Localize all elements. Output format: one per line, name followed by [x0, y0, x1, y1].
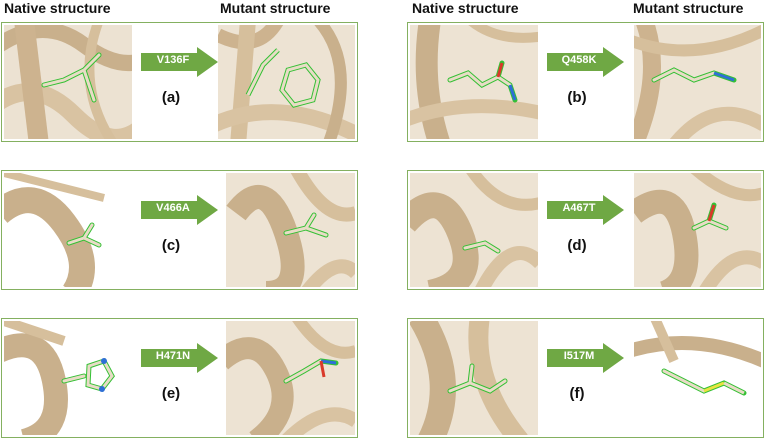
- mutation-label: I517M: [563, 350, 595, 362]
- mutation-label: A467T: [562, 202, 596, 214]
- native-structure-image: [4, 173, 132, 287]
- panel-label: (a): [161, 89, 181, 106]
- panel-d: A467T (d): [407, 170, 764, 290]
- panel-a: V136F (a): [1, 22, 358, 142]
- header-mutant-right: Mutant structure: [633, 0, 744, 16]
- panel-c: V466A (c): [1, 170, 358, 290]
- native-structure-image: [4, 321, 132, 435]
- mutation-arrow: H471N: [141, 343, 218, 373]
- mutant-structure-image: [634, 173, 761, 287]
- panel-label: (f): [569, 385, 585, 402]
- panel-e: H471N (e): [1, 318, 358, 438]
- mutation-label: V466A: [156, 202, 190, 214]
- header-mutant-left: Mutant structure: [220, 0, 331, 16]
- mutation-arrow: I517M: [547, 343, 624, 373]
- panel-label: (d): [567, 237, 587, 254]
- mutant-structure-image: [226, 321, 355, 435]
- native-structure-image: [410, 173, 538, 287]
- panel-label: (e): [161, 385, 181, 402]
- panel-label: (c): [161, 237, 181, 254]
- header-native-left: Native structure: [4, 0, 111, 16]
- mutant-structure-image: [634, 321, 761, 435]
- mutation-arrow: V466A: [141, 195, 218, 225]
- native-structure-image: [410, 25, 538, 139]
- panel-label: (b): [567, 89, 587, 106]
- mutation-label: H471N: [155, 350, 191, 362]
- panel-b: Q458K (b): [407, 22, 764, 142]
- mutant-structure-image: [226, 173, 355, 287]
- mutant-structure-image: [634, 25, 761, 139]
- mutation-arrow: V136F: [141, 47, 218, 77]
- mutation-label: V136F: [156, 54, 190, 66]
- native-structure-image: [410, 321, 538, 435]
- mutation-arrow: A467T: [547, 195, 624, 225]
- panel-f: I517M (f): [407, 318, 764, 438]
- mutation-label: Q458K: [561, 54, 597, 66]
- header-native-right: Native structure: [412, 0, 519, 16]
- mutation-arrow: Q458K: [547, 47, 624, 77]
- mutant-structure-image: [218, 25, 355, 139]
- native-structure-image: [4, 25, 132, 139]
